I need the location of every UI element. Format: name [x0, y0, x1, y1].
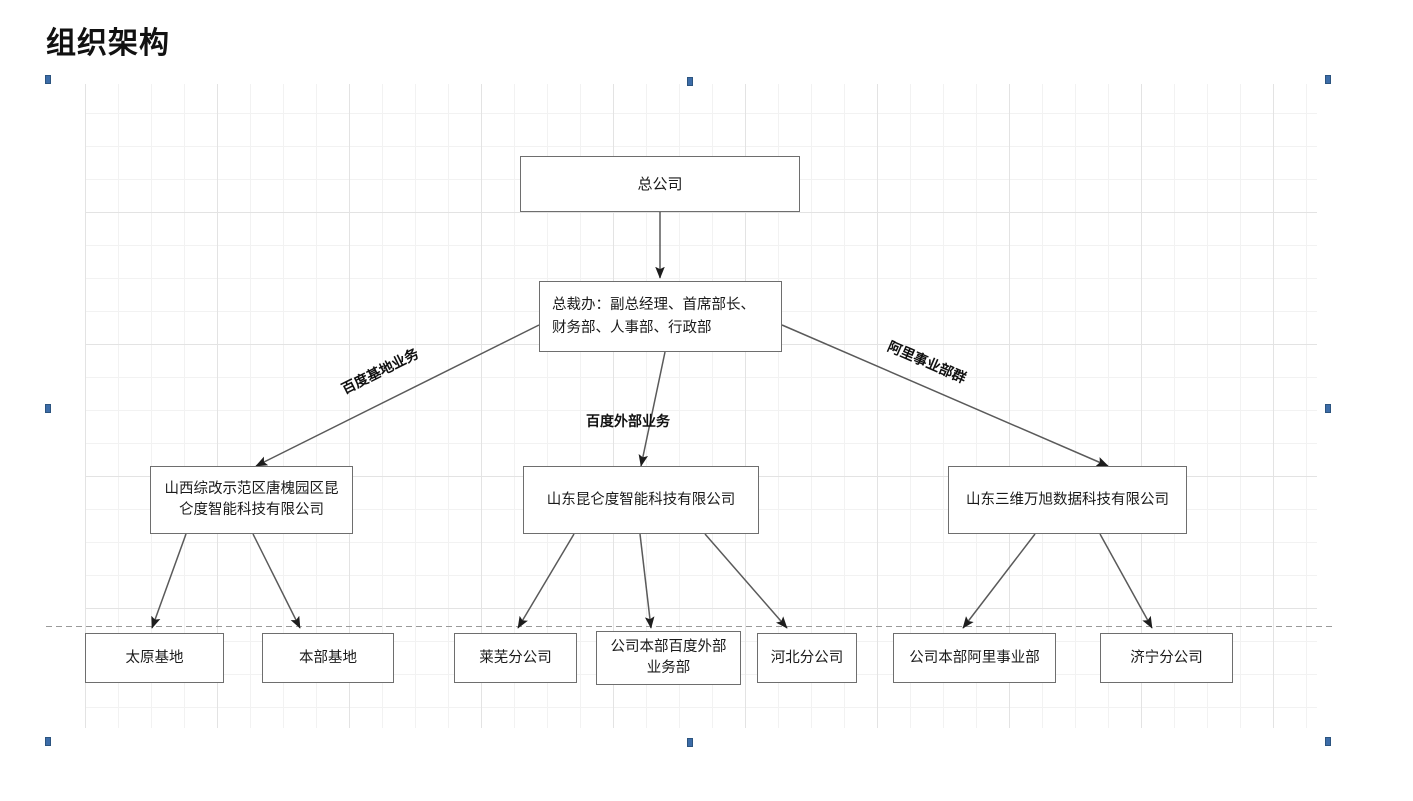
selection-handle-bottom-right[interactable] — [1325, 737, 1331, 746]
node-shandong-kunlundu[interactable]: 山东昆仑度智能科技有限公司 — [523, 466, 759, 534]
node-label: 本部基地 — [299, 649, 357, 666]
node-hebei-branch[interactable]: 河北分公司 — [757, 633, 857, 683]
node-label-line1: 山西综改示范区唐槐园区昆 — [164, 481, 339, 497]
selection-handle-top-left[interactable] — [45, 75, 51, 84]
node-label-line1: 总裁办：副总经理、首席部长、 — [552, 296, 755, 313]
selection-handle-bottom-left[interactable] — [45, 737, 51, 746]
node-label-line2: 业务部 — [646, 660, 691, 676]
selection-handle-bottom-center[interactable] — [687, 738, 693, 747]
selection-handle-top-center[interactable] — [687, 77, 693, 86]
node-shanxi-kunlundu[interactable]: 山西综改示范区唐槐园区昆 仑度智能科技有限公司 — [150, 466, 353, 534]
node-hq-alibaba-division[interactable]: 公司本部阿里事业部 — [893, 633, 1056, 683]
selection-handle-middle-right[interactable] — [1325, 404, 1331, 413]
node-label-line2: 财务部、人事部、行政部 — [552, 319, 712, 336]
selection-handle-top-right[interactable] — [1325, 75, 1331, 84]
node-hq-baidu-external-dept[interactable]: 公司本部百度外部 业务部 — [596, 631, 741, 685]
selection-handle-middle-left[interactable] — [45, 404, 51, 413]
node-headquarters-base[interactable]: 本部基地 — [262, 633, 394, 683]
node-jining-branch[interactable]: 济宁分公司 — [1100, 633, 1233, 683]
node-label: 山东昆仑度智能科技有限公司 — [546, 491, 736, 508]
node-label: 莱芜分公司 — [479, 649, 552, 666]
node-label: 公司本部阿里事业部 — [909, 649, 1040, 666]
node-label: 山东三维万旭数据科技有限公司 — [966, 491, 1169, 508]
node-shandong-sanwei-wanxu[interactable]: 山东三维万旭数据科技有限公司 — [948, 466, 1187, 534]
node-head-office[interactable]: 总公司 — [520, 156, 800, 212]
node-label: 总公司 — [637, 175, 683, 193]
node-label-line2: 仑度智能科技有限公司 — [179, 502, 324, 518]
edge-label-baidu-external: 百度外部业务 — [586, 413, 670, 429]
node-president-office[interactable]: 总裁办：副总经理、首席部长、 财务部、人事部、行政部 — [539, 281, 782, 352]
page-title: 组织架构 — [46, 27, 170, 60]
node-laiwu-branch[interactable]: 莱芜分公司 — [454, 633, 577, 683]
node-label-line1: 公司本部百度外部 — [610, 639, 727, 655]
node-label: 河北分公司 — [770, 649, 844, 666]
node-label: 济宁分公司 — [1130, 649, 1203, 666]
node-taiyuan-base[interactable]: 太原基地 — [85, 633, 224, 683]
node-label: 太原基地 — [125, 649, 184, 666]
